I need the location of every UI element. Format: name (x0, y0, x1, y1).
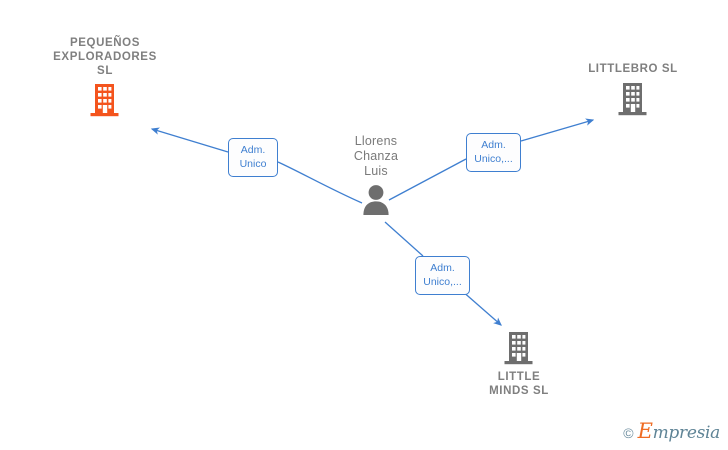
edge-line-littleminds (384, 221, 424, 257)
edge-line-littlebro (388, 158, 467, 201)
graph-node-littlebro[interactable]: LITTLEBRO SL (553, 62, 713, 116)
edge-line-pequenos-head (150, 127, 229, 153)
graph-node-person[interactable]: Llorens Chanza Luis (296, 134, 456, 215)
graph-node-pequenos-exploradores[interactable]: PEQUEÑOS EXPLORADORES SL (25, 36, 185, 117)
edge-line-littleminds-head (460, 289, 502, 326)
person-icon (361, 184, 391, 215)
building-icon (618, 82, 648, 116)
edge-label-little-minds[interactable]: Adm. Unico,... (415, 256, 470, 295)
node-label-pequenos-exploradores: PEQUEÑOS EXPLORADORES SL (53, 37, 157, 77)
brand-rest: mpresia (652, 423, 721, 443)
node-label-person: Llorens Chanza Luis (353, 134, 399, 178)
node-label-little-minds: LITTLE MINDS SL (489, 371, 549, 397)
building-icon (504, 331, 534, 365)
node-label-littlebro: LITTLEBRO SL (588, 63, 678, 75)
empresia-watermark: © Empresia (623, 421, 721, 443)
brand-wordmark: Empresia (638, 421, 721, 443)
copyright-icon: © (623, 424, 634, 441)
edge-label-pequenos-exploradores[interactable]: Adm. Unico (228, 138, 278, 177)
edge-label-littlebro[interactable]: Adm. Unico,... (466, 133, 521, 172)
building-icon (90, 83, 120, 117)
brand-initial: E (637, 419, 653, 443)
edge-line-pequenos (277, 161, 363, 204)
edge-line-littlebro-head (520, 118, 595, 142)
graph-node-little-minds[interactable]: LITTLE MINDS SL (439, 331, 599, 398)
